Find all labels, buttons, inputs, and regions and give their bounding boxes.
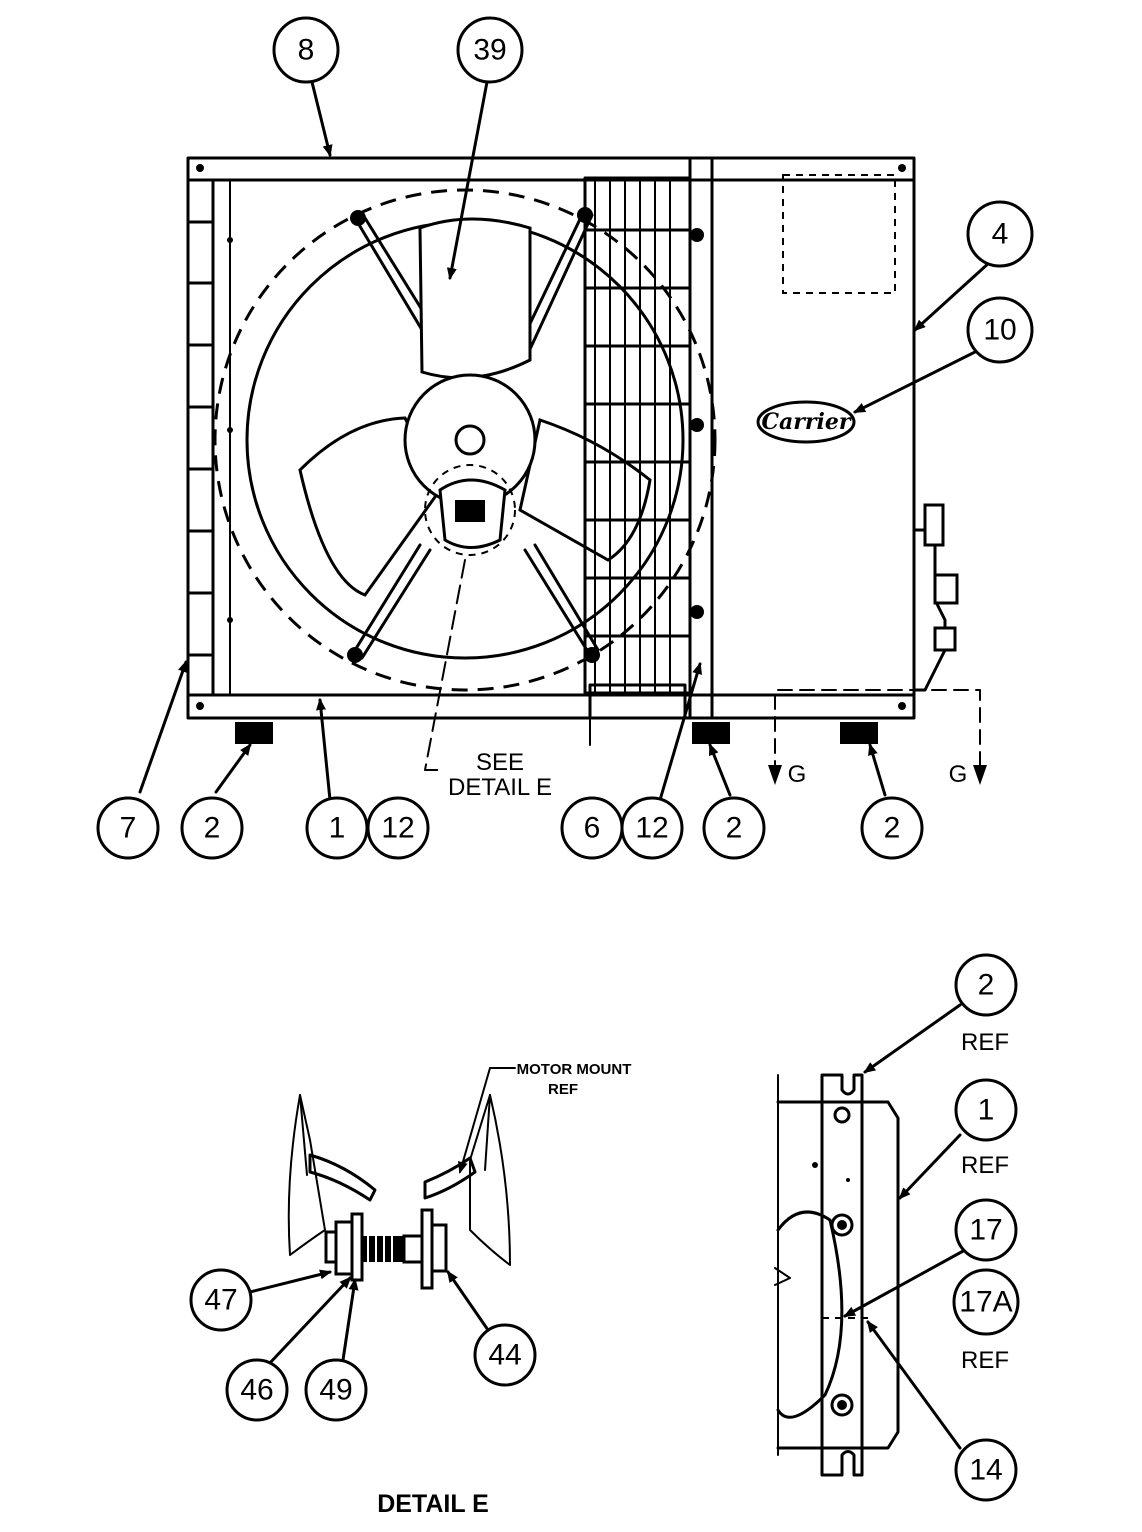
callout-7: 7 [96, 796, 160, 860]
svg-text:49: 49 [319, 1374, 352, 1407]
detail-e-title: DETAIL E [377, 1490, 489, 1518]
svg-text:47: 47 [204, 1284, 237, 1317]
callout-46: 46 [225, 1358, 289, 1422]
left-coil-fins [186, 220, 215, 657]
callout-6: 6 [560, 796, 624, 860]
svg-text:6: 6 [584, 812, 601, 845]
svg-text:17: 17 [969, 1214, 1002, 1247]
svg-text:14: 14 [969, 1454, 1002, 1487]
svg-text:8: 8 [298, 34, 315, 67]
callout-17: 17 [954, 1198, 1018, 1262]
see-detail-leader [424, 559, 466, 771]
section-g-left-label: G [788, 761, 807, 788]
callout-44: 44 [473, 1323, 537, 1387]
service-valves [912, 503, 959, 692]
ref-label-2: REF [961, 1029, 1009, 1056]
fan-guard-dashed [213, 188, 717, 692]
outdoor-unit-front-view: Carrier G G SEE DETAIL E [186, 156, 987, 801]
svg-text:2: 2 [884, 812, 901, 845]
motor-mount-ref-label: REF [548, 1081, 578, 1098]
section-g-markers [768, 689, 987, 785]
ref-label-17a: REF [961, 1347, 1009, 1374]
callout-4: 4 [966, 200, 1034, 268]
detail-e-reference-label: DETAIL E [448, 774, 552, 801]
brand-logo: Carrier [762, 409, 852, 435]
see-label: SEE [476, 749, 524, 776]
svg-text:12: 12 [381, 812, 414, 845]
svg-text:2: 2 [978, 969, 995, 1002]
svg-text:2: 2 [204, 812, 221, 845]
coil-grille [583, 156, 714, 746]
control-box-dashed [782, 174, 896, 294]
callout-12-left: 12 [366, 796, 430, 860]
svg-text:10: 10 [983, 314, 1016, 347]
main-leaders [138, 80, 992, 802]
callout-8: 8 [272, 16, 340, 84]
callout-49: 49 [304, 1358, 368, 1422]
callout-12-right: 12 [620, 796, 684, 860]
fan-blades [298, 217, 652, 597]
svg-text:1: 1 [329, 812, 346, 845]
detail-e-leaders [248, 1269, 490, 1367]
svg-text:1: 1 [978, 1094, 995, 1127]
svg-text:46: 46 [240, 1374, 273, 1407]
callout-10: 10 [966, 296, 1034, 364]
hub-detail-circle [424, 464, 516, 556]
callout-2-left: 2 [180, 796, 244, 860]
callout-1-ref: 1 [954, 1078, 1018, 1142]
cabinet-outline [186, 156, 916, 720]
foot-right [840, 722, 878, 744]
callout-2-ref: 2 [954, 953, 1018, 1017]
callout-39: 39 [456, 16, 524, 84]
svg-text:4: 4 [992, 218, 1009, 251]
section-g-right-label: G [949, 761, 968, 788]
detail-e-motor-mount [287, 1094, 511, 1290]
foot-mid [692, 722, 730, 744]
callout-17a: 17A [952, 1268, 1020, 1336]
callout-47: 47 [189, 1268, 253, 1332]
callout-14: 14 [954, 1438, 1018, 1502]
svg-text:12: 12 [635, 812, 668, 845]
svg-text:2: 2 [726, 812, 743, 845]
svg-text:39: 39 [473, 34, 506, 67]
callout-1: 1 [305, 796, 369, 860]
brand-logo-badge [756, 400, 856, 444]
callout-2-mid: 2 [702, 796, 766, 860]
ref-label-1: REF [961, 1152, 1009, 1179]
side-foot-detail [774, 1073, 900, 1477]
svg-text:7: 7 [120, 812, 137, 845]
callout-2-right: 2 [860, 796, 924, 860]
foot-left [235, 722, 273, 744]
motor-mount-label: MOTOR MOUNT [517, 1061, 632, 1078]
svg-text:44: 44 [488, 1339, 521, 1372]
side-detail-leaders [843, 1003, 967, 1450]
svg-text:17A: 17A [959, 1286, 1012, 1319]
